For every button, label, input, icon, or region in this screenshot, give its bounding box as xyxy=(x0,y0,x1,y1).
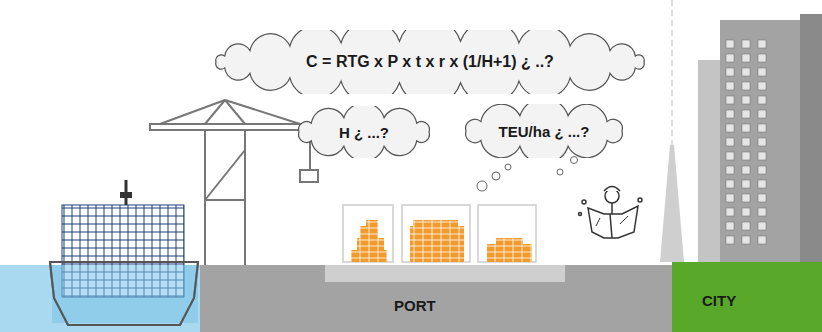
container-ship xyxy=(50,180,198,325)
cloud-text: TEU/ha ¿ ...? xyxy=(499,123,590,140)
cloud-text: H ¿ ...? xyxy=(339,124,389,141)
area-label: PORT xyxy=(394,297,436,314)
thought-cloud: H ¿ ...? xyxy=(288,106,440,158)
tower xyxy=(660,145,684,262)
thought-cloud: TEU/ha ¿ ...? xyxy=(455,104,633,158)
ground-band xyxy=(200,265,672,332)
city-buildings xyxy=(698,14,822,262)
ground-band xyxy=(672,262,822,332)
port-ground: PORT xyxy=(200,265,672,332)
sea xyxy=(0,265,205,332)
cloud-text: C = RTG x P x t x r x (1/H+1) ¿ ..? xyxy=(306,53,554,71)
gantry-crane xyxy=(150,100,322,265)
city-ground: CITY xyxy=(672,262,822,332)
worker-figure xyxy=(579,187,643,239)
formula-cloud: C = RTG x P x t x r x (1/H+1) ¿ ..? xyxy=(205,30,655,94)
area-label: CITY xyxy=(702,292,736,309)
